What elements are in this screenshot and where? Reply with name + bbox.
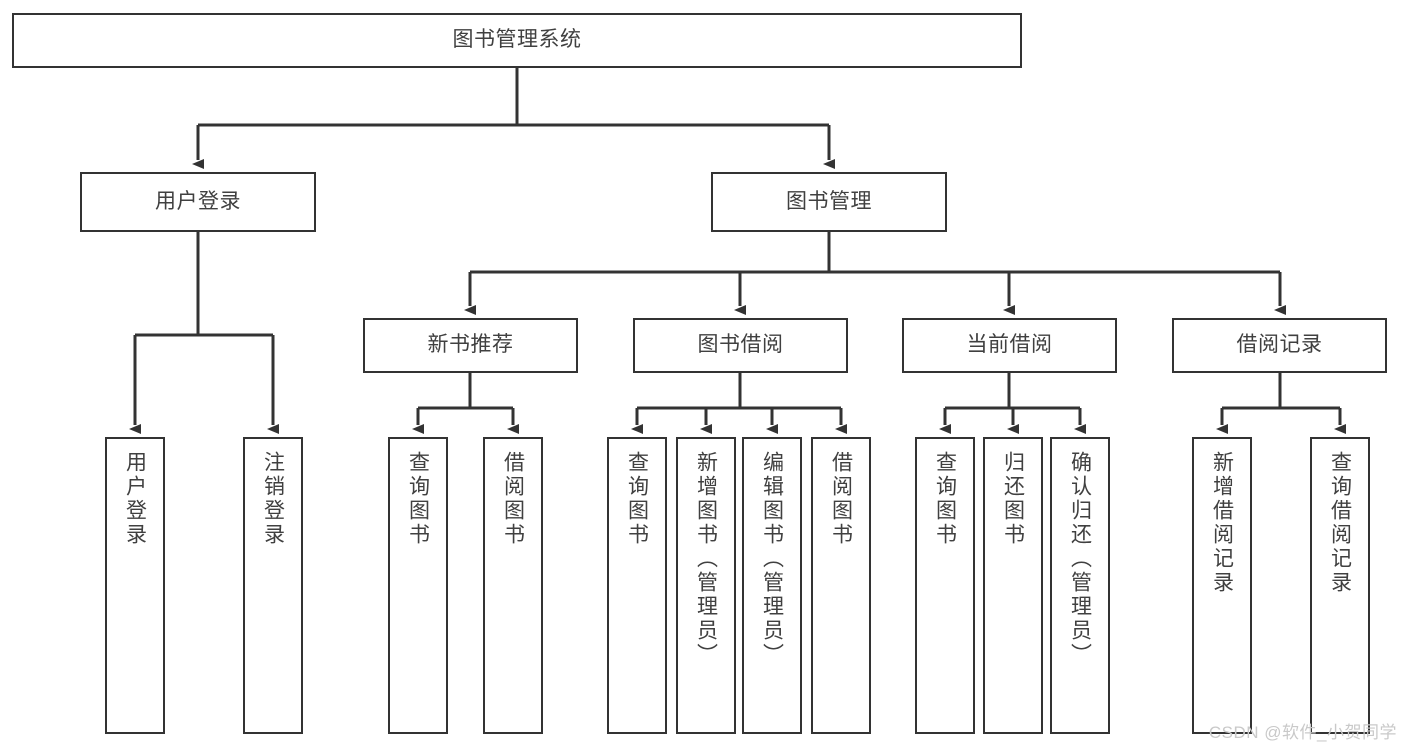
leaf-node-label: 归还图书 (1001, 451, 1025, 547)
leaf-node-label: 注销登录 (261, 451, 285, 547)
leaf-node[interactable]: 借阅图书 (811, 437, 871, 734)
node-new-book-recommend-label: 新书推荐 (427, 333, 514, 357)
node-user-login[interactable]: 用户登录 (80, 172, 316, 232)
node-book-management-label: 图书管理 (786, 189, 872, 213)
node-borrow-record-label: 借阅记录 (1236, 333, 1323, 357)
node-book-management[interactable]: 图书管理 (711, 172, 947, 232)
node-current-borrow[interactable]: 当前借阅 (902, 318, 1117, 373)
leaf-node[interactable]: 查询图书 (388, 437, 448, 734)
node-root-label: 图书管理系统 (452, 28, 582, 52)
leaf-node-label: 查询图书 (625, 451, 649, 547)
leaf-node-label: 新增图书（管理员） (694, 451, 718, 667)
leaf-node[interactable]: 注销登录 (243, 437, 303, 734)
node-new-book-recommend[interactable]: 新书推荐 (363, 318, 578, 373)
leaf-node[interactable]: 新增借阅记录 (1192, 437, 1252, 734)
leaf-node[interactable]: 查询图书 (607, 437, 667, 734)
leaf-node[interactable]: 借阅图书 (483, 437, 543, 734)
leaf-node[interactable]: 编辑图书（管理员） (742, 437, 802, 734)
leaf-node[interactable]: 查询借阅记录 (1310, 437, 1370, 734)
leaf-node-label: 借阅图书 (829, 451, 853, 547)
leaf-node-label: 借阅图书 (501, 451, 525, 547)
leaf-node[interactable]: 归还图书 (983, 437, 1043, 734)
leaf-node-label: 查询图书 (406, 451, 430, 547)
leaf-node-label: 确认归还（管理员） (1068, 451, 1092, 667)
csdn-watermark: CSDN @软件_小贺同学 (1208, 723, 1397, 742)
node-book-borrow-label: 图书借阅 (697, 333, 784, 357)
node-book-borrow[interactable]: 图书借阅 (633, 318, 848, 373)
leaf-node-label: 编辑图书（管理员） (760, 451, 784, 667)
leaf-node[interactable]: 查询图书 (915, 437, 975, 734)
leaf-node-label: 用户登录 (123, 451, 147, 547)
leaf-node[interactable]: 新增图书（管理员） (676, 437, 736, 734)
node-root[interactable]: 图书管理系统 (12, 13, 1022, 68)
leaf-node[interactable]: 用户登录 (105, 437, 165, 734)
leaf-node[interactable]: 确认归还（管理员） (1050, 437, 1110, 734)
node-user-login-label: 用户登录 (155, 189, 241, 213)
node-borrow-record[interactable]: 借阅记录 (1172, 318, 1387, 373)
leaf-node-label: 查询图书 (933, 451, 957, 547)
leaf-node-label: 新增借阅记录 (1210, 451, 1234, 595)
node-current-borrow-label: 当前借阅 (966, 333, 1053, 357)
leaf-node-label: 查询借阅记录 (1328, 451, 1352, 595)
